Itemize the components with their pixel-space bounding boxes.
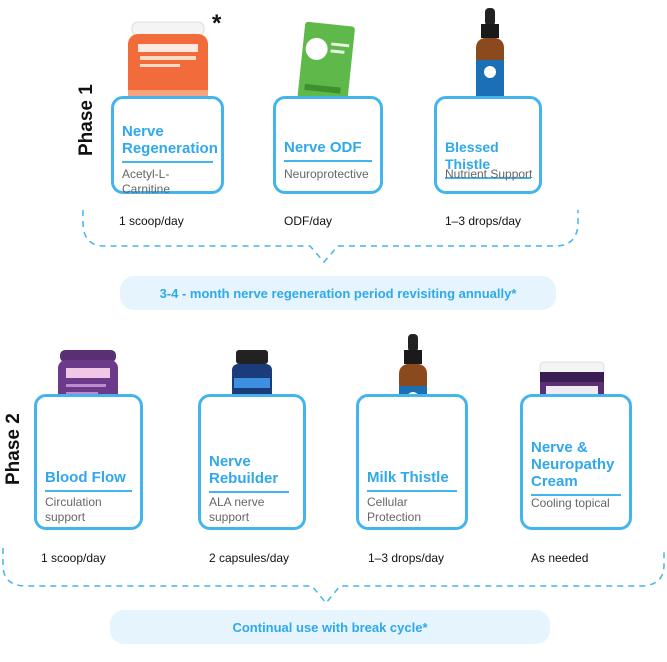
product-desc: Circulation support bbox=[45, 495, 117, 525]
phase2-label: Phase 2 bbox=[3, 413, 25, 485]
dose-nerve-regeneration: 1 scoop/day bbox=[119, 214, 184, 228]
product-name: Nerve ODF bbox=[284, 139, 372, 162]
product-desc: Cellular Protection bbox=[367, 495, 459, 525]
card-blood-flow[interactable]: Blood Flow Circulation support bbox=[34, 394, 143, 530]
card-nerve-regeneration[interactable]: Nerve Regeneration Acetyl-L-Carnitine bbox=[111, 96, 224, 194]
footnote-asterisk: * bbox=[212, 10, 221, 38]
card-blessed-thistle[interactable]: Blessed Thistle Nutrient Support bbox=[434, 96, 542, 194]
phase1-label: Phase 1 bbox=[76, 84, 98, 156]
product-name: Nerve Rebuilder bbox=[209, 453, 289, 493]
dose-blood-flow: 1 scoop/day bbox=[41, 551, 106, 565]
product-desc: ALA nerve support bbox=[209, 495, 285, 525]
dose-blessed-thistle: 1–3 drops/day bbox=[445, 214, 521, 228]
product-desc: Nutrient Support bbox=[445, 167, 533, 182]
dose-nerve-neuropathy-cream: As needed bbox=[531, 551, 588, 565]
card-milk-thistle[interactable]: Milk Thistle Cellular Protection bbox=[356, 394, 468, 530]
dose-nerve-rebuilder: 2 capsules/day bbox=[209, 551, 289, 565]
phase1-banner: 3-4 - month nerve regeneration period re… bbox=[120, 276, 556, 310]
card-nerve-neuropathy-cream[interactable]: Nerve & Neuropathy Cream Cooling topical bbox=[520, 394, 632, 530]
card-nerve-rebuilder[interactable]: Nerve Rebuilder ALA nerve support bbox=[198, 394, 306, 530]
card-nerve-odf[interactable]: Nerve ODF Neuroprotective bbox=[273, 96, 383, 194]
product-desc: Acetyl-L-Carnitine bbox=[122, 167, 215, 197]
product-name: Nerve Regeneration bbox=[122, 123, 213, 163]
product-desc: Cooling topical bbox=[531, 496, 623, 511]
dose-milk-thistle: 1–3 drops/day bbox=[368, 551, 444, 565]
dose-nerve-odf: ODF/day bbox=[284, 214, 332, 228]
product-name: Milk Thistle bbox=[367, 469, 457, 492]
product-desc: Neuroprotective bbox=[284, 167, 374, 182]
product-name: Blood Flow bbox=[45, 469, 132, 492]
product-name: Nerve & Neuropathy Cream bbox=[531, 439, 621, 496]
phase2-banner: Continual use with break cycle* bbox=[110, 610, 550, 644]
